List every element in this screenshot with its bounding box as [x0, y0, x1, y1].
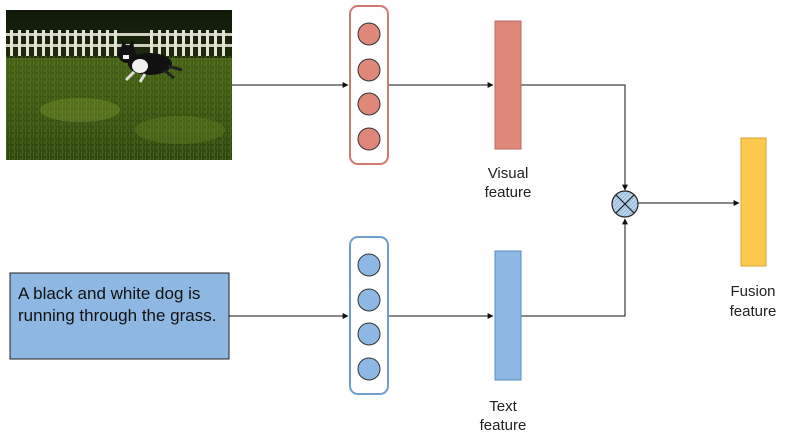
fence	[6, 30, 232, 56]
visual-encoder-node	[357, 92, 381, 116]
caption-text: A black and white dog is running through…	[18, 284, 217, 325]
dog-photo	[6, 10, 232, 160]
text-feature-to-fusion-arrow	[521, 218, 628, 317]
visual-encoder	[349, 5, 389, 165]
circled-times-icon	[611, 190, 639, 218]
visual-encoder-node	[357, 58, 381, 82]
text-encoder-node	[357, 288, 381, 312]
visual-feature-bar	[494, 20, 522, 150]
fusion-feature-label-line1: Fusion	[730, 283, 775, 300]
visual-encoder-node	[357, 127, 381, 151]
caption-box	[9, 272, 230, 360]
text-feature-bar	[494, 250, 522, 381]
text-feature-label-line2: feature	[480, 417, 527, 434]
fusion-feature-label-line2: feature	[730, 303, 777, 320]
visual-feature-to-fusion-arrow	[521, 84, 628, 191]
text-encoder-node	[357, 357, 381, 381]
text-encoder-node	[357, 322, 381, 346]
text-encoder	[349, 236, 389, 395]
fusion-feature-bar	[740, 137, 767, 267]
visual-feature-label-line2: feature	[485, 184, 532, 201]
visual-encoder-node	[357, 22, 381, 46]
text-feature-label-line1: Text	[489, 398, 517, 415]
dog	[118, 39, 183, 83]
text-encoder-node	[357, 253, 381, 277]
visual-feature-label-line1: Visual	[488, 165, 529, 182]
